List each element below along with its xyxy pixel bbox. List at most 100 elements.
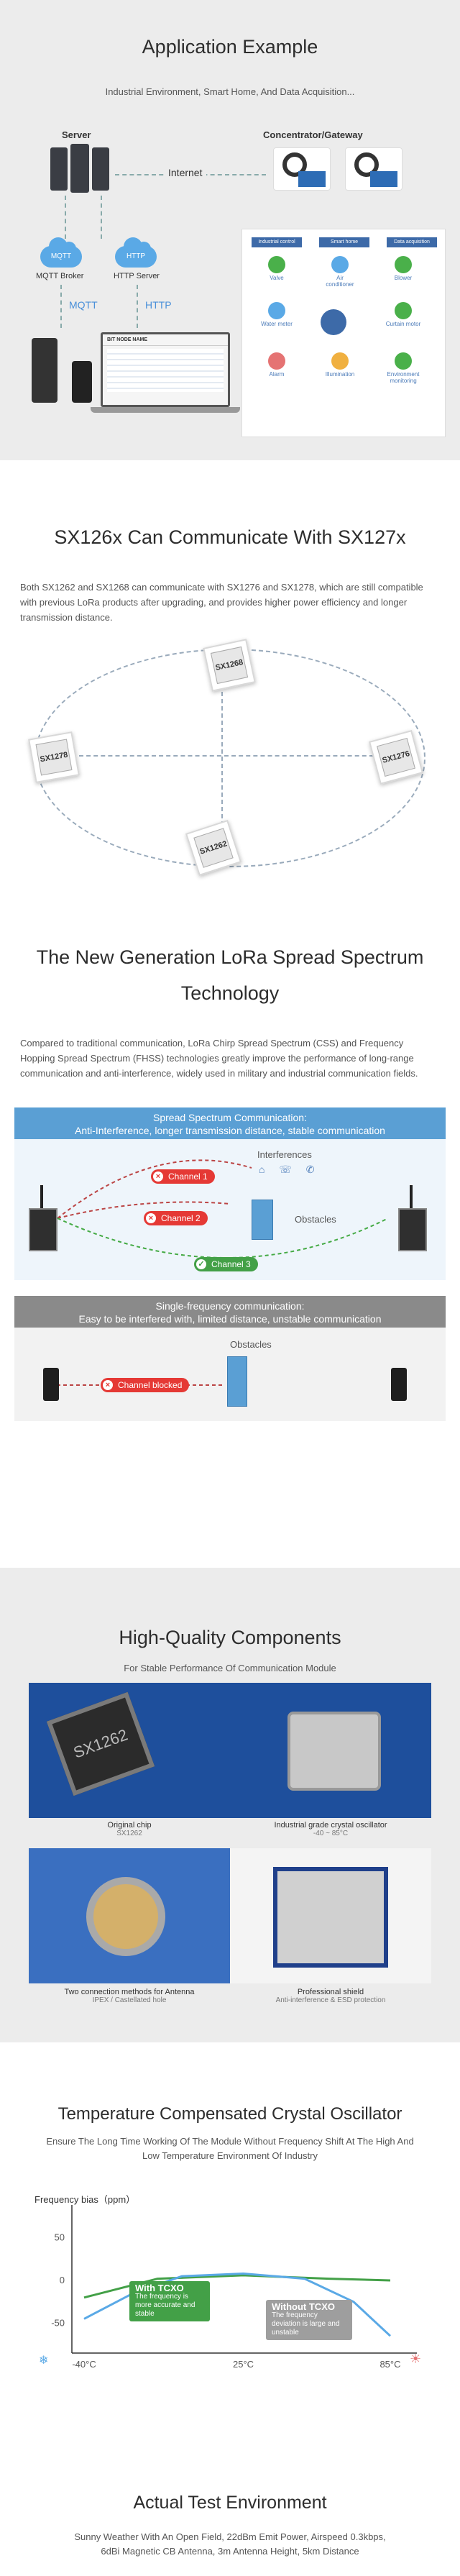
obstacles-label: Obstacles <box>295 1214 336 1225</box>
channel2-label: Channel 2 <box>161 1213 201 1223</box>
device-icon <box>268 302 285 319</box>
device-label: Curtain motor <box>385 321 421 327</box>
compat-title: SX126x Can Communicate With SX127x <box>54 526 406 548</box>
obstacle-building-icon <box>252 1200 273 1240</box>
chip-photo-text: SX1262 <box>70 1725 130 1762</box>
caption-desc: -40 ~ 85°C <box>313 1830 349 1837</box>
caption-crystal: Industrial grade crystal oscillator-40 ~… <box>230 1821 431 1837</box>
application-title: Application Example <box>142 36 318 58</box>
chart-ylabel: Frequency bias（ppm） <box>34 2194 136 2205</box>
test-title: Actual Test Environment <box>133 2493 327 2513</box>
chip-label: SX1268 <box>210 646 249 685</box>
device-item: Water meter <box>259 302 295 327</box>
device-icon <box>331 256 349 273</box>
interference-icons: ⌂ ☏ ✆ <box>259 1164 321 1175</box>
compat-paragraph: Both SX1262 and SX1268 can communicate w… <box>20 582 423 623</box>
laptop-device: BIT NODE NAME <box>101 332 230 407</box>
without-tcxo-desc: The frequency deviation is large and uns… <box>272 2311 340 2337</box>
components-title: High-Quality Components <box>119 1627 341 1648</box>
tcxo-subtitle: Ensure The Long Time Working Of The Modu… <box>46 2136 414 2161</box>
x-tick-label: 85°C <box>380 2359 400 2370</box>
channel2-badge: × Channel 2 <box>144 1211 208 1225</box>
mqtt-down-line <box>60 285 62 328</box>
shield-photo <box>230 1848 431 1983</box>
single-diagram: Obstacles × Channel blocked <box>14 1328 446 1421</box>
server-rack-icon <box>50 147 68 191</box>
chip-body: SX1262 <box>46 1691 155 1796</box>
caption-title: Original chip <box>107 1821 152 1830</box>
check-icon: ✓ <box>196 1259 206 1269</box>
tcxo-title: Temperature Compensated Crystal Oscillat… <box>58 2104 402 2124</box>
chip-label: SX1276 <box>377 738 415 777</box>
device-icon <box>268 352 285 370</box>
blocked-label: Channel blocked <box>118 1380 183 1390</box>
application-subtitle: Industrial Environment, Smart Home, And … <box>105 86 355 97</box>
device-item: Alarm <box>259 352 295 378</box>
with-tcxo-title: With TCXO <box>135 2283 184 2293</box>
antenna-photo <box>29 1848 230 1983</box>
obstacles2-label: Obstacles <box>230 1339 272 1350</box>
caption-desc: IPEX / Castellated hole <box>92 1996 167 2004</box>
device-item: Valve <box>259 256 295 281</box>
category-tab: Smart home <box>319 237 369 247</box>
single-header-line2: Easy to be interfered with, limited dist… <box>78 1313 382 1325</box>
lora-title-line1: The New Generation LoRa Spread Spectrum <box>36 946 424 968</box>
caption-desc: SX1262 <box>116 1830 142 1837</box>
single-header: Single-frequency communication: Easy to … <box>14 1296 446 1328</box>
components-section: High-Quality Components For Stable Perfo… <box>0 1568 460 2042</box>
shield-body <box>273 1867 388 1968</box>
device-item: Curtain motor <box>385 302 421 327</box>
compat-section: SX126x Can Communicate With SX127x Both … <box>0 460 460 892</box>
blocked-icon: × <box>153 1171 163 1182</box>
right-module-icon <box>398 1208 427 1251</box>
spread-header: Spread Spectrum Communication: Anti-Inte… <box>14 1107 446 1139</box>
channel3-badge: ✓ Channel 3 <box>194 1257 258 1271</box>
laptop-header: BIT NODE NAME <box>103 334 228 346</box>
device-label: Water meter <box>261 321 293 327</box>
x-tick-label: -40°C <box>72 2359 96 2370</box>
blocked-icon: × <box>146 1213 156 1223</box>
left-antenna-icon <box>40 1185 43 1211</box>
chip-label: SX1262 <box>193 828 234 868</box>
caption-title: Industrial grade crystal oscillator <box>274 1821 387 1830</box>
device-item: Blower <box>385 256 421 281</box>
device-icon <box>331 352 349 370</box>
spread-diagram: ×Channel 1 ×Channel 2 ✓Channel 3 Interfe… <box>14 1139 446 1280</box>
server-to-http-line <box>101 196 102 239</box>
without-tcxo-tag: Without TCXO The frequency deviation is … <box>266 2300 352 2340</box>
category-tab: Data acquisition <box>387 237 437 247</box>
gateway-antenna-icon <box>282 152 307 177</box>
laptop-base <box>91 407 240 413</box>
mqtt-broker-label: MQTT Broker <box>36 272 84 280</box>
gateway-device <box>345 147 402 191</box>
channel1-path <box>57 1159 252 1219</box>
gateway-board-icon <box>298 171 326 187</box>
hot-icon: ☀ <box>410 2352 422 2366</box>
test-section: Actual Test Environment Sunny Weather Wi… <box>0 2424 460 2576</box>
device-item: Environment monitoring <box>385 352 421 384</box>
compat-link-vertical <box>221 663 223 833</box>
tablet-device <box>32 338 58 403</box>
crystal-photo <box>230 1683 431 1818</box>
http-server-label: HTTP Server <box>114 272 160 280</box>
laptop-table <box>107 349 224 392</box>
ipex-connector <box>86 1877 165 1956</box>
right-antenna-icon <box>410 1185 413 1211</box>
blocked-badge: × Channel blocked <box>101 1378 190 1392</box>
mqtt-protocol-label: MQTT <box>69 299 98 311</box>
device-label: Air conditioner <box>326 275 354 288</box>
server-rack-icon <box>92 147 109 191</box>
single-header-line1: Single-frequency communication: <box>155 1300 305 1312</box>
test-line1: Sunny Weather With An Open Field, 22dBm … <box>74 2531 386 2542</box>
cold-icon: ❄ <box>39 2355 49 2367</box>
caption-title: Two connection methods for Antenna <box>64 1988 195 1996</box>
spread-header-line1: Spread Spectrum Communication: <box>153 1112 307 1123</box>
channel3-label: Channel 3 <box>211 1259 251 1269</box>
mqtt-cloud-icon: MQTT <box>40 237 82 268</box>
blocked-icon: × <box>103 1380 113 1390</box>
